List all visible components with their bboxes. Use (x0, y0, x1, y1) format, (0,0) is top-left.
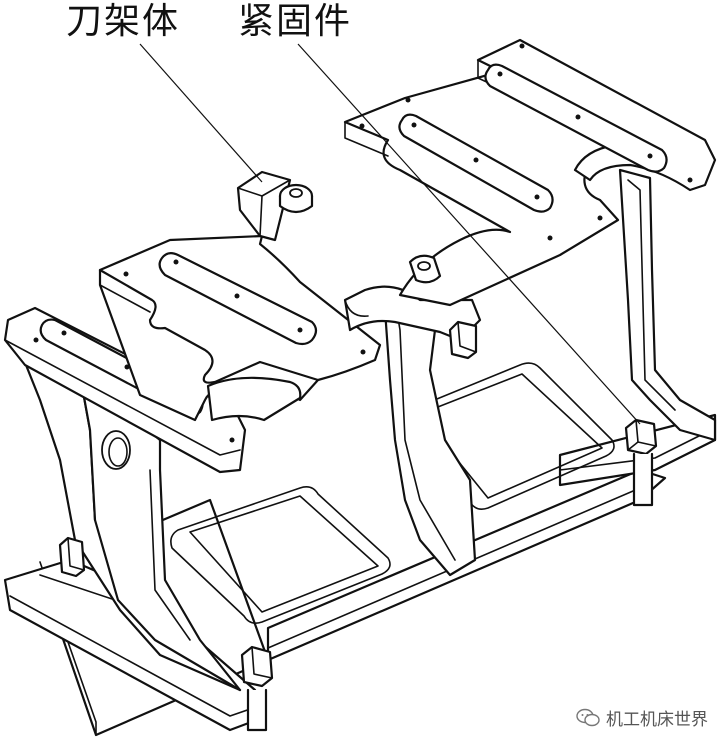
fastener-middle (408, 254, 478, 360)
front-saddle-plate (98, 234, 382, 422)
watermark: 机工机床世界 (576, 705, 708, 730)
left-upright (18, 348, 242, 692)
watermark-text: 机工机床世界 (606, 710, 708, 730)
wechat-icon (576, 708, 600, 726)
fastener-front-left (58, 536, 86, 578)
label-tool-holder-body: 刀架体 (66, 1, 181, 42)
label-fastener: 紧固件 (238, 1, 353, 42)
fastener-rear-right (624, 418, 658, 507)
fastener-front-bottom (240, 645, 274, 732)
leader-lines (139, 43, 641, 425)
right-upright (476, 38, 717, 442)
center-block (236, 170, 314, 242)
lightening-hole (101, 430, 131, 470)
